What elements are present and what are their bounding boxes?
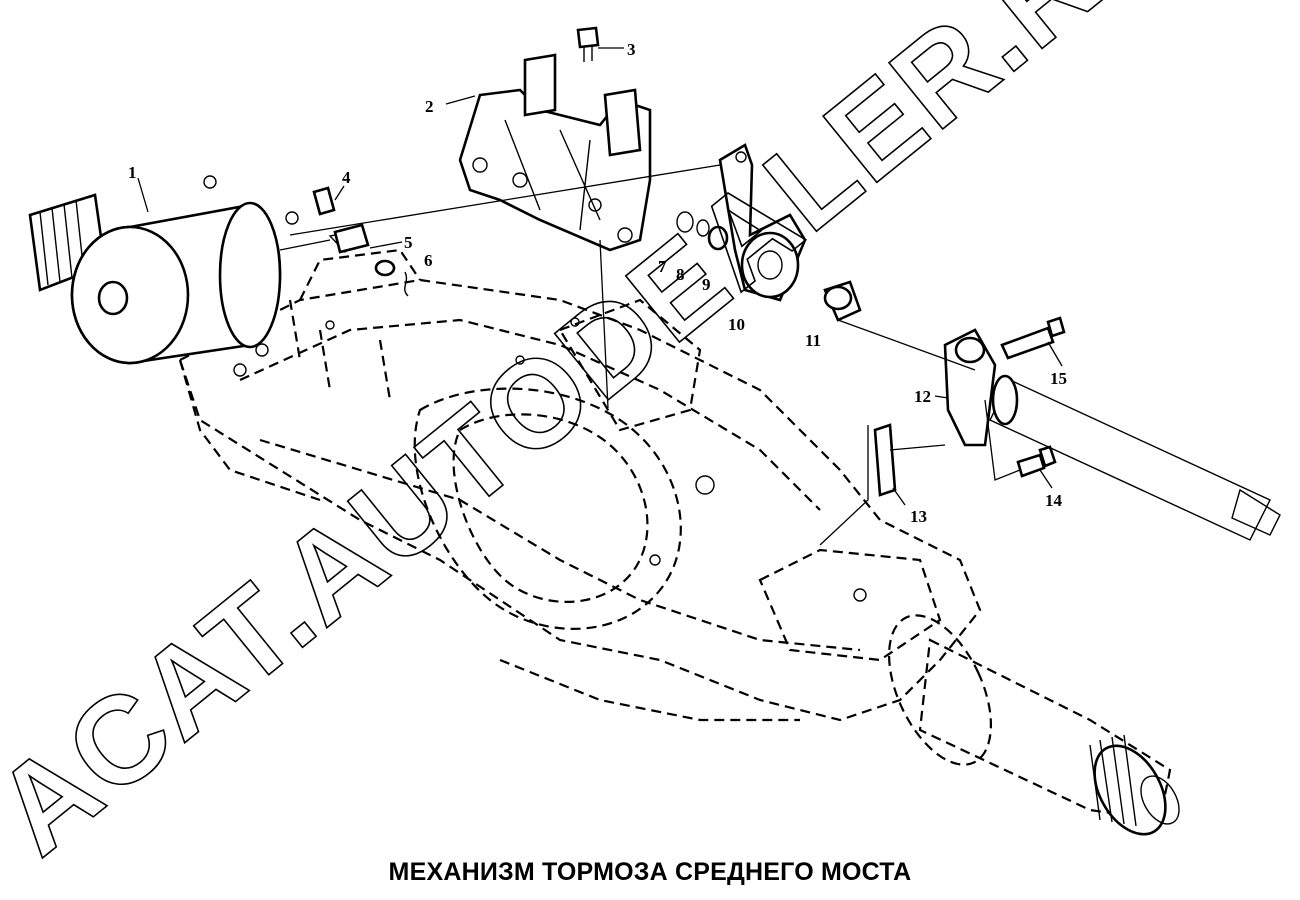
callout-5: 5 <box>404 233 413 252</box>
callout-3: 3 <box>627 40 636 59</box>
callout-10: 10 <box>728 315 745 334</box>
callout-11: 11 <box>805 331 821 350</box>
callout-15: 15 <box>1050 369 1067 388</box>
brake-camshaft <box>989 374 1281 541</box>
slack-adjuster <box>676 143 862 322</box>
callout-14: 14 <box>1045 491 1063 510</box>
brake-chamber <box>28 175 362 377</box>
assembly-lines <box>289 164 1021 546</box>
bolt-3 <box>576 26 600 62</box>
callout-2: 2 <box>425 97 434 116</box>
callout-7: 7 <box>658 257 667 276</box>
callout-12: 12 <box>914 387 931 406</box>
callout-9: 9 <box>702 275 711 294</box>
callout-8: 8 <box>676 265 685 284</box>
callout-4: 4 <box>342 168 351 187</box>
diagram-caption: МЕХАНИЗМ ТОРМОЗА СРЕДНЕГО МОСТА <box>388 858 912 886</box>
mounting-bracket <box>458 53 652 252</box>
callout-13: 13 <box>910 507 927 526</box>
callout-1: 1 <box>128 163 137 182</box>
callout-labels: 1 2 3 4 5 6 7 8 9 10 11 12 13 14 15 <box>128 40 1067 526</box>
clevis-assembly <box>312 186 409 297</box>
right-axle-shaft <box>887 614 1180 836</box>
axle-housing <box>178 248 982 722</box>
callout-6: 6 <box>424 251 433 270</box>
camshaft-support <box>873 316 1066 497</box>
